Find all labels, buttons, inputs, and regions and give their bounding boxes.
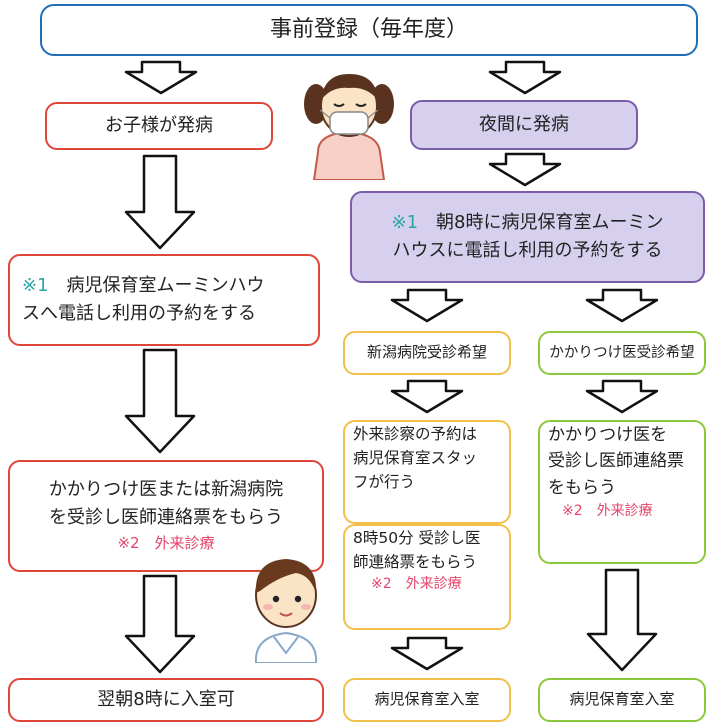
pre-registration-label: 事前登録（毎年度） — [269, 16, 468, 42]
arrow-down-icon — [390, 379, 464, 414]
arrow-down-icon — [124, 348, 196, 454]
arrow-down-icon — [585, 288, 659, 323]
left-reserve-box: ※1 病児保育室ムーミンハウ スへ電話し利用の予約をする — [8, 254, 320, 346]
night-onset-label: 夜間に発病 — [479, 114, 569, 136]
arrow-down-icon — [488, 60, 562, 95]
left-end-label: 翌朝8時に入室可 — [97, 689, 235, 711]
left-end-box: 翌朝8時に入室可 — [8, 678, 324, 722]
arrow-down-icon — [585, 379, 659, 414]
nurse-illustration-icon — [238, 545, 334, 667]
child-onset-label: お子様が発病 — [105, 115, 213, 137]
family-visit-line-2: 受診し医師連絡票 — [548, 451, 684, 472]
right-reserve-line-2: ハウスに電話し利用の予約をする — [392, 240, 663, 261]
arrow-down-icon — [390, 288, 464, 323]
arrow-down-icon — [586, 568, 658, 672]
note-mark-1: ※1 — [22, 275, 49, 297]
left-visit-line-2: を受診し医師連絡票をもらう — [49, 507, 283, 529]
arrow-down-icon — [124, 574, 196, 674]
left-reserve-line-1: 病児保育室ムーミンハウ — [66, 275, 265, 297]
family-header-box: かかりつけ医受診希望 — [538, 331, 706, 375]
niigata-end-label: 病児保育室入室 — [374, 690, 480, 709]
niigata-booking-line-1: 外来診察の予約は — [353, 425, 478, 443]
niigata-visit-line-2: 師連絡票をもらう — [353, 553, 478, 572]
family-header-label: かかりつけ医受診希望 — [549, 344, 695, 361]
family-visit-note: ※2 外来診療 — [562, 503, 653, 520]
family-visit-box: かかりつけ医を 受診し医師連絡票 をもらう ※2 外来診療 — [538, 420, 706, 564]
niigata-visit-note: ※2 外来診療 — [371, 576, 462, 593]
right-reserve-line-1: 朝8時に病児保育室ムーミン — [436, 212, 664, 234]
niigata-end-box: 病児保育室入室 — [343, 678, 511, 722]
niigata-booking-line-2: 病児保育室スタッ — [353, 449, 478, 468]
niigata-visit-line-1: 8時50分 受診し医 — [353, 529, 481, 547]
niigata-booking-line-3: フが行う — [353, 473, 416, 492]
left-visit-line-1: かかりつけ医または新潟病院 — [48, 479, 284, 501]
arrow-down-icon — [488, 152, 562, 187]
niigata-visit-box: 8時50分 受診し医 師連絡票をもらう ※2 外来診療 — [343, 524, 511, 630]
sick-child-illustration-icon — [296, 60, 402, 184]
niigata-header-label: 新潟病院受診希望 — [366, 343, 487, 362]
child-onset-box: お子様が発病 — [45, 102, 273, 150]
left-visit-note: ※2 外来診療 — [117, 534, 215, 553]
family-end-label: 病児保育室入室 — [569, 690, 675, 709]
niigata-header-box: 新潟病院受診希望 — [343, 331, 511, 375]
left-visit-box: かかりつけ医または新潟病院 を受診し医師連絡票をもらう ※2 外来診療 — [8, 460, 324, 572]
note-mark-1b: ※1 — [391, 212, 419, 234]
niigata-booking-box: 外来診察の予約は 病児保育室スタッ フが行う — [343, 420, 511, 524]
family-end-box: 病児保育室入室 — [538, 678, 706, 722]
arrow-down-icon — [124, 154, 196, 250]
pre-registration-box: 事前登録（毎年度） — [40, 4, 698, 56]
arrow-down-icon — [124, 60, 198, 95]
family-visit-line-1: かかりつけ医を — [548, 425, 668, 445]
night-onset-box: 夜間に発病 — [410, 100, 638, 150]
arrow-down-icon — [390, 636, 464, 671]
right-reserve-box: ※1 朝8時に病児保育室ムーミン ハウスに電話し利用の予約をする — [350, 191, 705, 283]
left-reserve-line-2: スへ電話し利用の予約をする — [22, 303, 256, 324]
family-visit-line-3: をもらう — [548, 477, 616, 498]
